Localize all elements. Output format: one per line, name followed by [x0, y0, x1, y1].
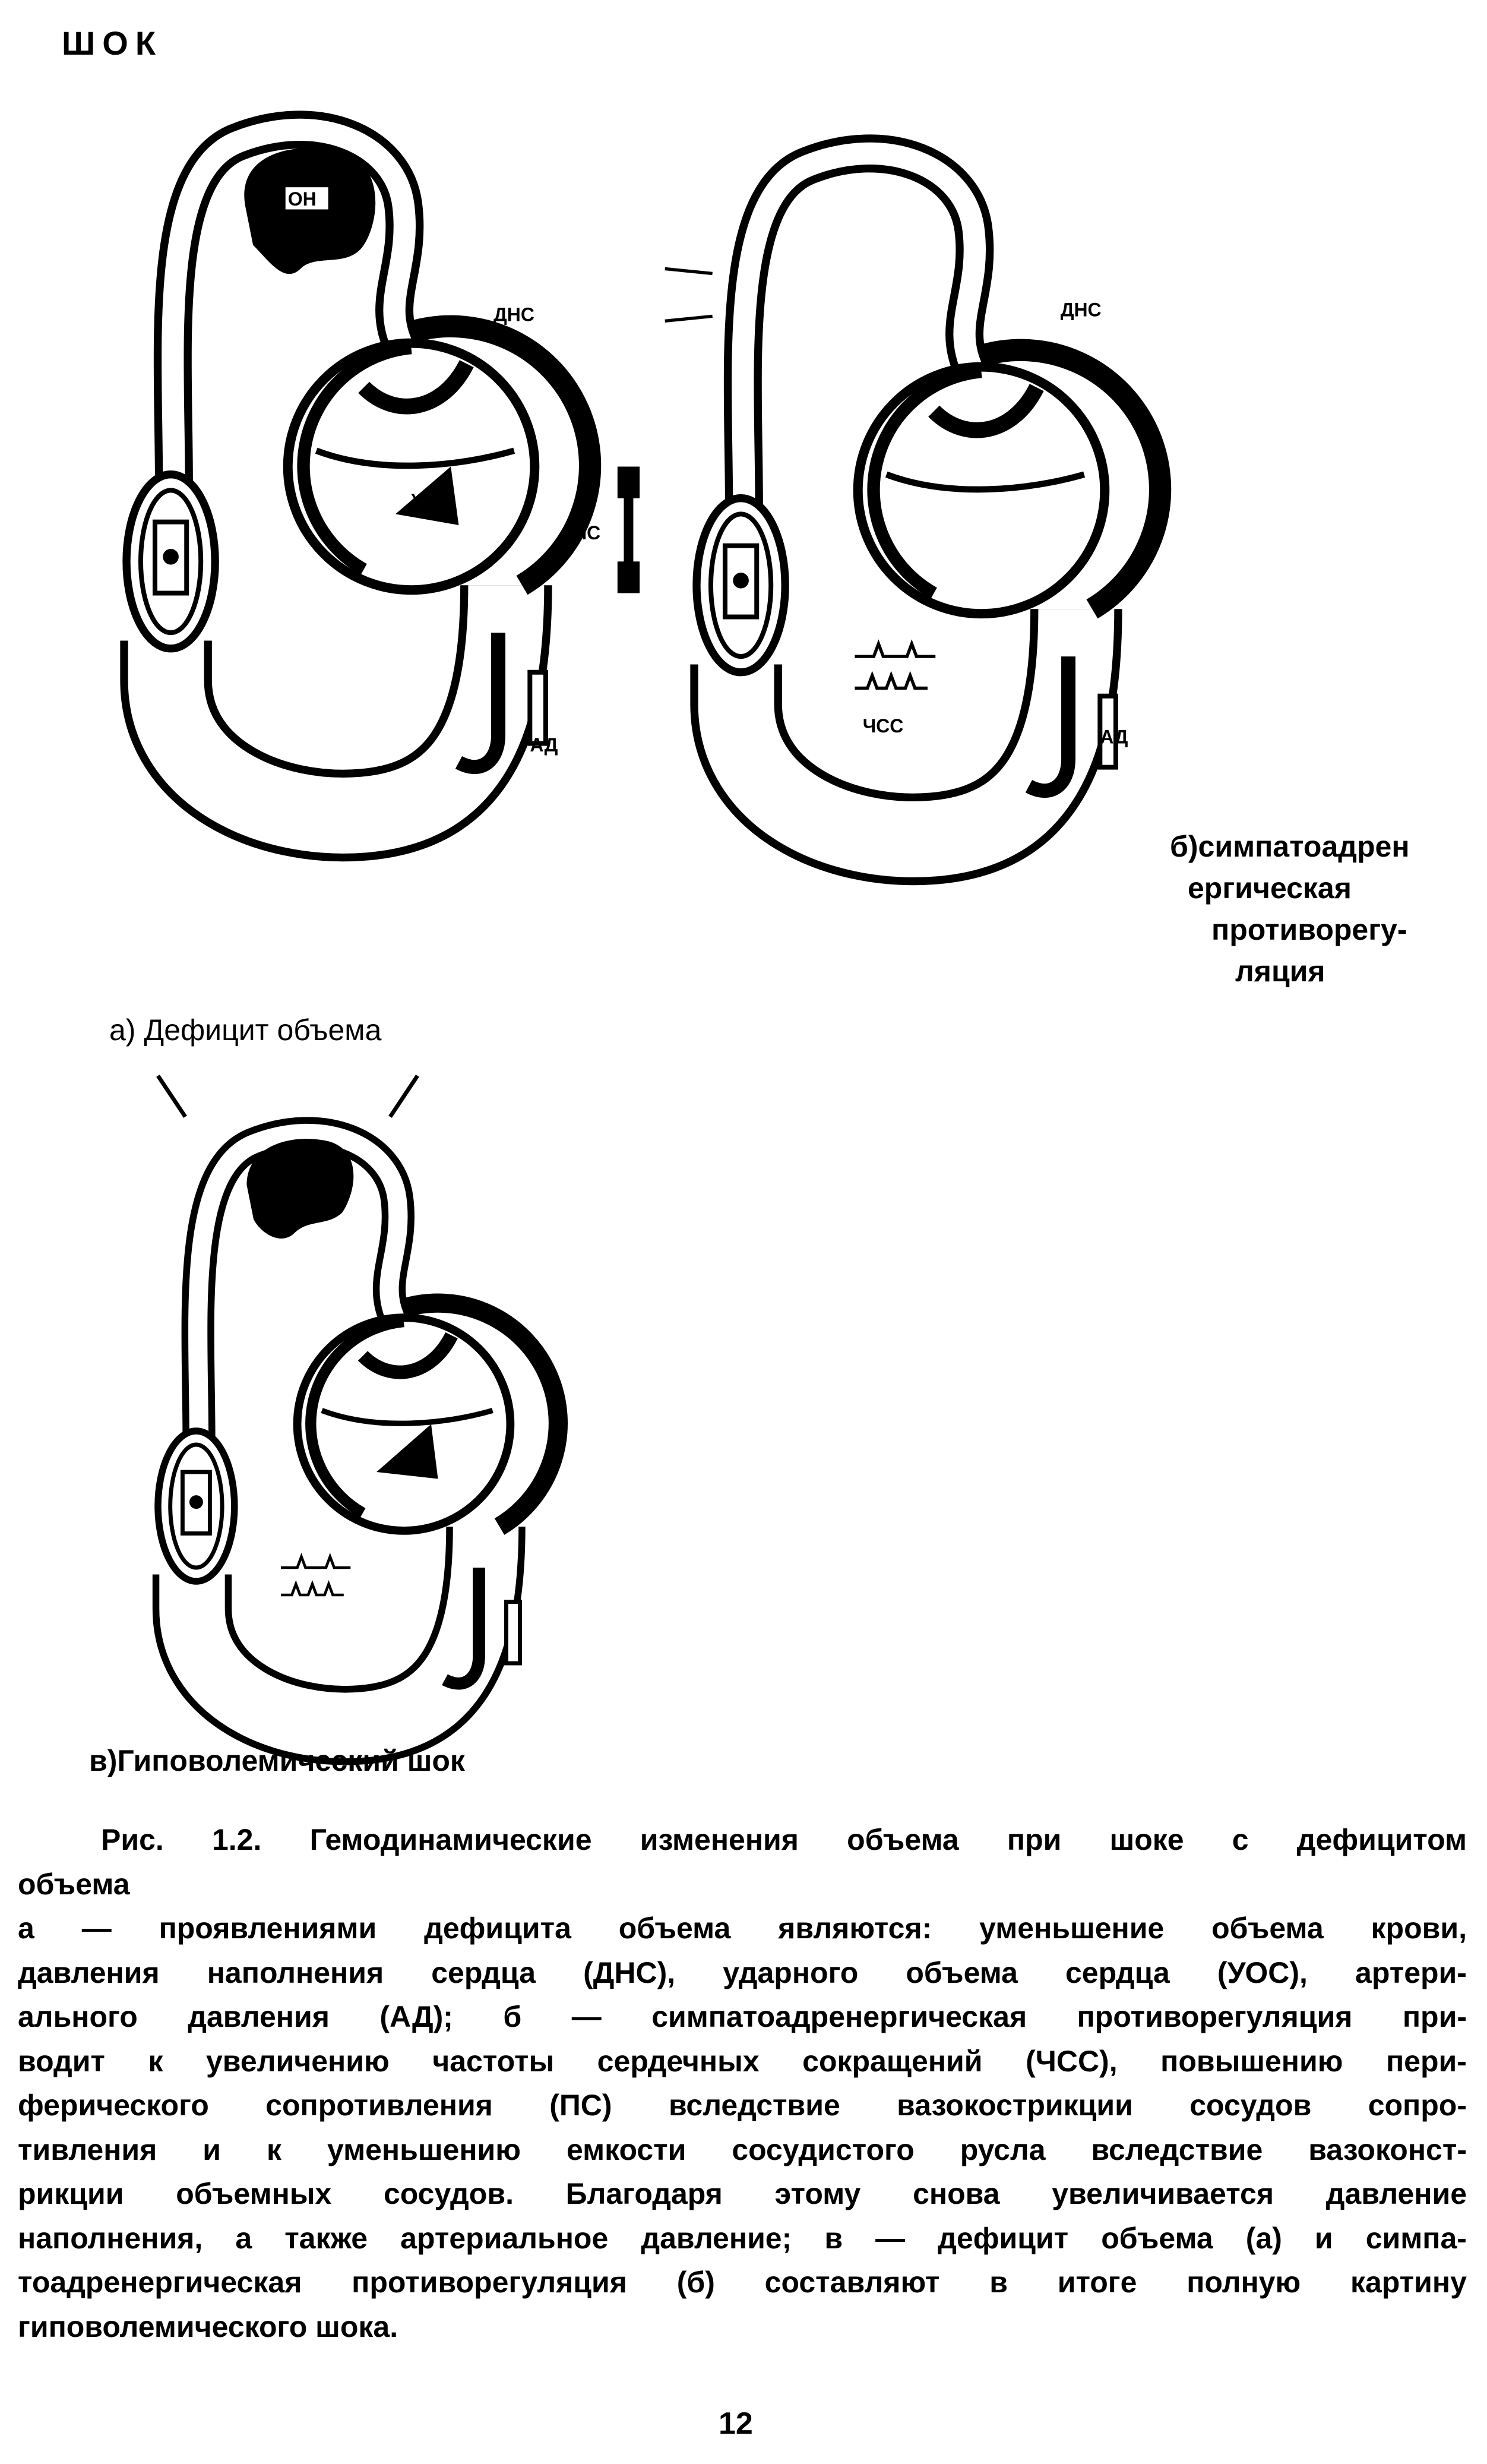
label-on: ОН [288, 188, 317, 210]
label-chss: ЧСС [863, 715, 904, 737]
caption-line: гиповолемического шока. [18, 2310, 398, 2343]
label-uos: УОС [412, 491, 448, 510]
arrow-icon [156, 1075, 419, 1118]
label-ps: ПС [573, 522, 600, 544]
stroke-volume-triangle [377, 1424, 438, 1479]
hemodynamics-figure: ОН ДНС УОС АД ДНС АД ЧСС ПС [0, 0, 1487, 1782]
caption-line: объема [18, 1867, 130, 1901]
panel-a-caption: а) Дефицит объема [109, 1013, 382, 1047]
panel-c-caption: в)Гиповолемический шок [89, 1744, 465, 1777]
panel-b-caption: б)симпатоадрен ергическая противорегу- л… [1170, 826, 1410, 992]
label-ad: АД [530, 734, 558, 756]
diagram-volume-deficit: ОН ДНС УОС АД [126, 129, 590, 816]
label-ad: АД [1100, 726, 1128, 748]
label-dns: ДНС [493, 304, 534, 325]
label-dns: ДНС [1061, 299, 1102, 320]
ecg-trace-icon [855, 639, 936, 690]
ecg-trace-icon [280, 1553, 351, 1597]
panel-b-caption-line: б)симпатоадрен [1170, 830, 1410, 863]
panel-b-caption-line: ляция [1235, 955, 1325, 988]
stroke-volume-triangle [395, 466, 459, 525]
panel-b-caption-line: ергическая [1188, 871, 1352, 905]
page-number: 12 [719, 2406, 753, 2441]
diagram-sympathoadrenergic: ДНС АД ЧСС ПС [573, 153, 1160, 839]
panel-b-caption-line: противорегу- [1211, 913, 1407, 946]
page-title: ШОК [62, 24, 163, 62]
diagram-hypovolemic-shock [156, 1075, 558, 1726]
volume-reservoir [244, 148, 376, 274]
resistance-bar [617, 466, 640, 593]
volume-reservoir [246, 1139, 354, 1239]
